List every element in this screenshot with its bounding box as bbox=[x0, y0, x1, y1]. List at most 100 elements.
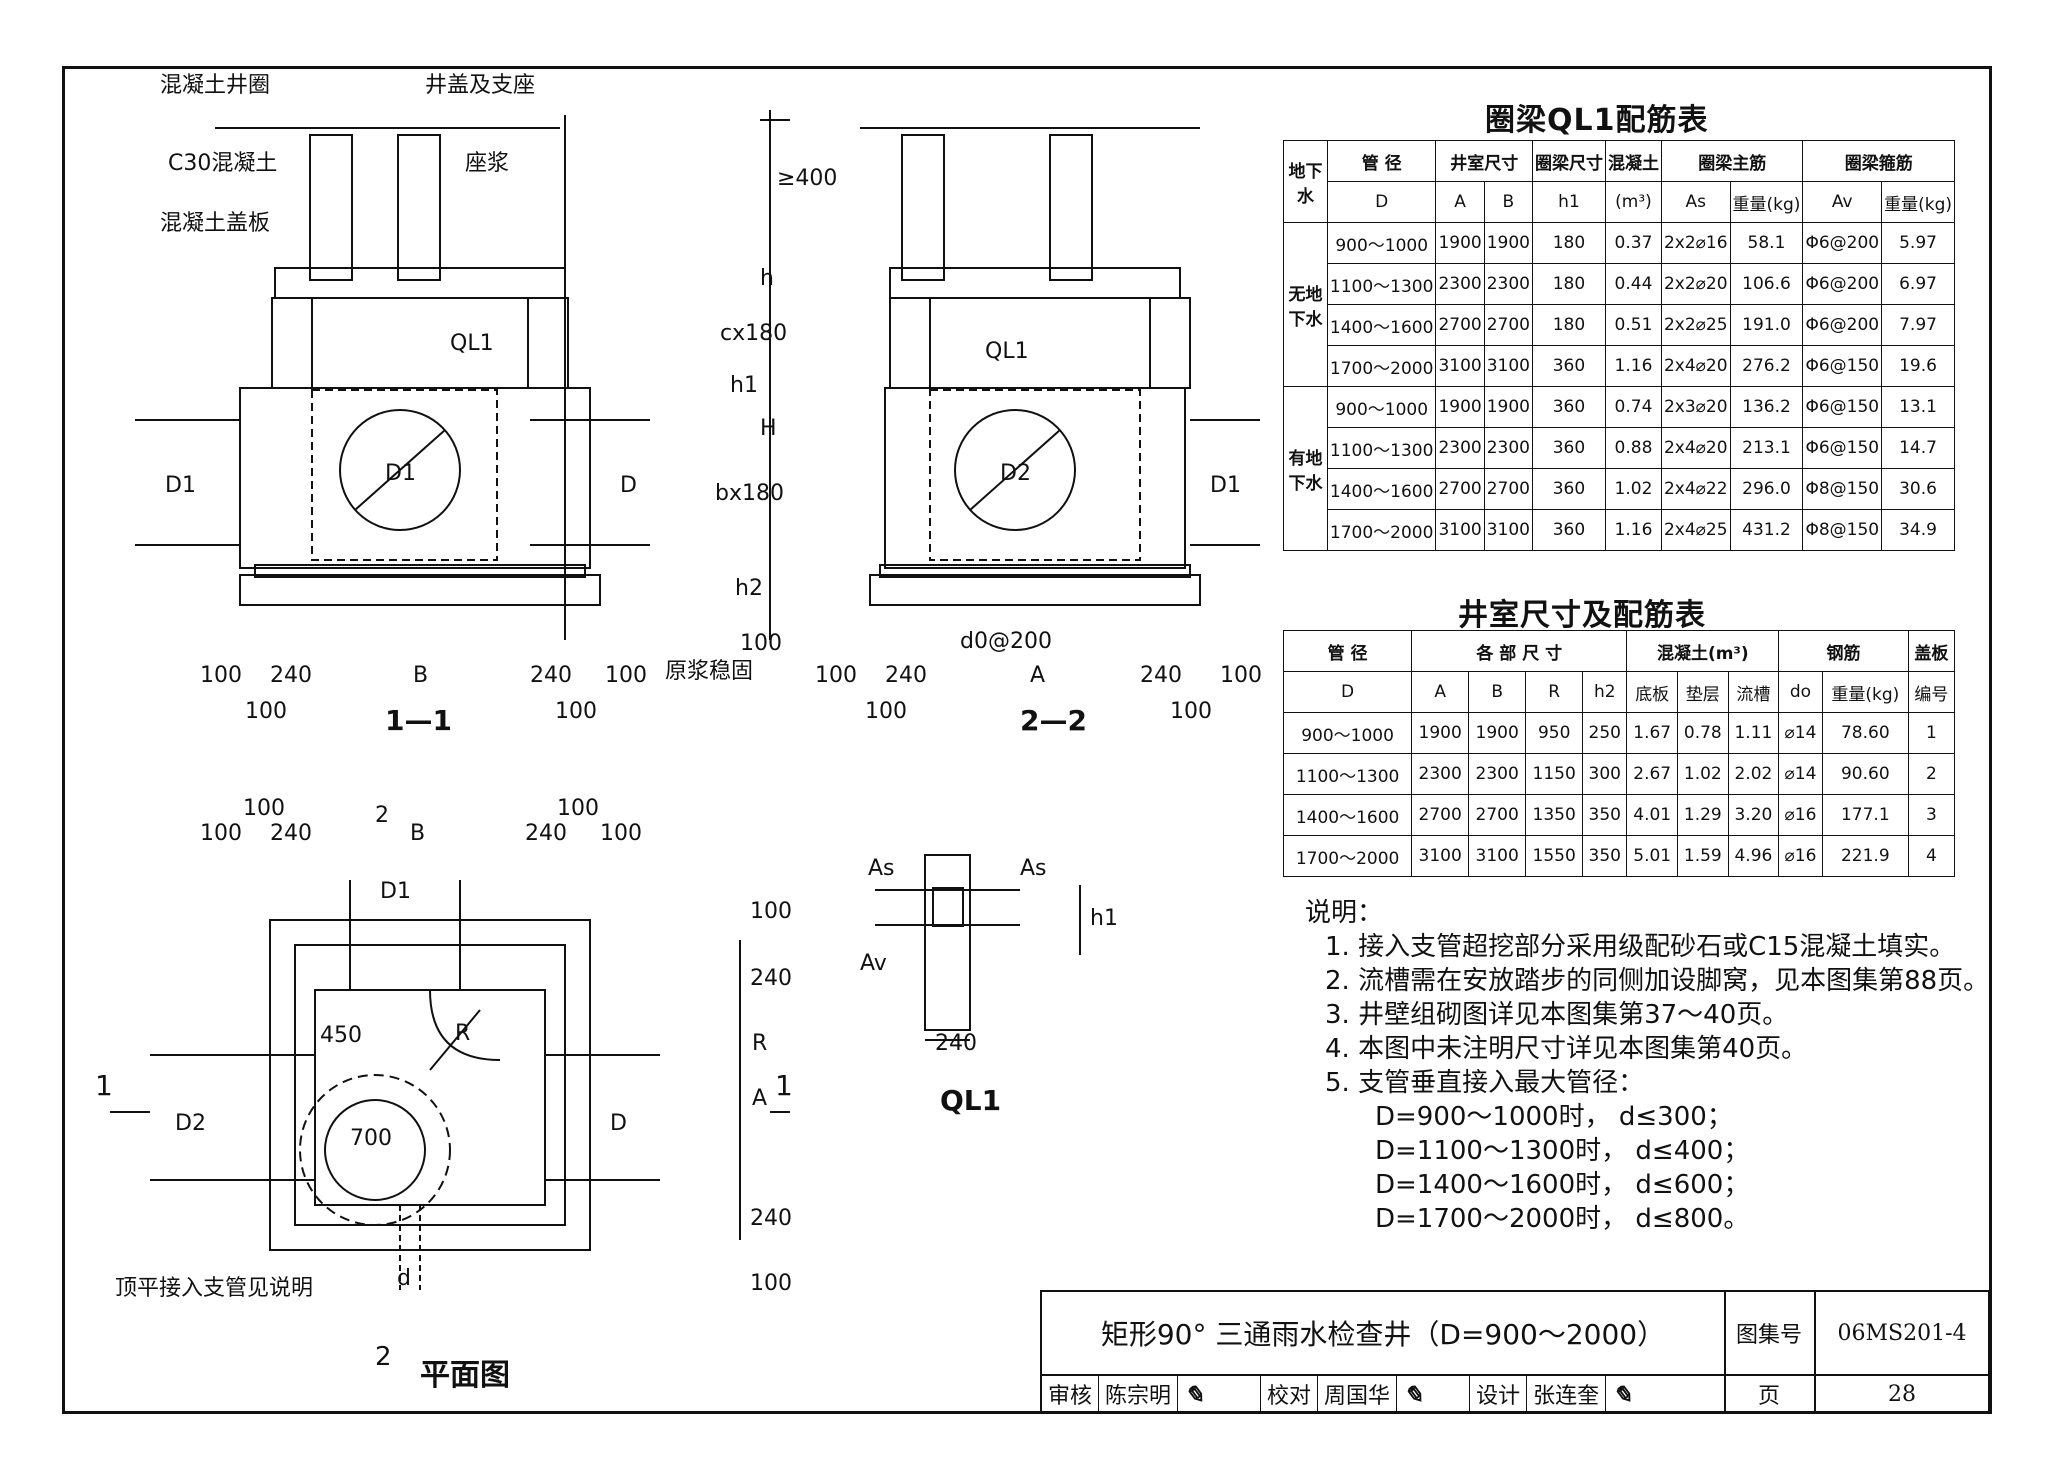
t2-sub-bedding: 垫层 bbox=[1677, 671, 1729, 713]
label-H: H bbox=[760, 416, 777, 441]
table-cell: 360 bbox=[1531, 509, 1606, 551]
table-cell: 6.97 bbox=[1881, 263, 1955, 305]
plan-dim-100-e: 100 bbox=[750, 899, 792, 924]
table-cell: Φ6@150 bbox=[1802, 386, 1883, 428]
table-cell: Φ6@150 bbox=[1802, 345, 1883, 387]
plan-dim-240-d: 240 bbox=[750, 1206, 792, 1231]
note-sub-item: D=1100～1300时， d≤400； bbox=[1375, 1136, 1750, 1166]
review-label: 审核 bbox=[1042, 1374, 1100, 1414]
label-h: h bbox=[760, 266, 774, 291]
checker-signature: ✎ bbox=[1397, 1374, 1471, 1414]
t2-sub-weight: 重量(kg) bbox=[1821, 671, 1909, 713]
ql1-detail bbox=[875, 854, 1081, 1041]
table-cell: 1550 bbox=[1525, 835, 1584, 877]
dim-A: A bbox=[1030, 663, 1045, 688]
note-sub-item: D=900～1000时， d≤300； bbox=[1375, 1102, 1733, 1132]
table-cell: 1.02 bbox=[1604, 468, 1662, 510]
table-cell: 1.29 bbox=[1677, 794, 1729, 836]
table-cell: 2700 bbox=[1435, 304, 1485, 346]
table-cell: 5.01 bbox=[1626, 835, 1678, 877]
label-d2-circle: D2 bbox=[1000, 461, 1031, 486]
t1-head-main-rebar: 圈梁主筋 bbox=[1660, 140, 1804, 182]
dim-100-h: 100 bbox=[1170, 699, 1212, 724]
caption-plan: 平面图 bbox=[420, 1358, 510, 1393]
table-cell: 1400～1600 bbox=[1282, 794, 1413, 836]
table-cell: 3100 bbox=[1483, 345, 1533, 387]
table-cell: 1700～2000 bbox=[1282, 835, 1413, 877]
label-h1: h1 bbox=[730, 373, 758, 398]
t1-head-chamber: 井室尺寸 bbox=[1435, 140, 1533, 182]
table-cell: 14.7 bbox=[1881, 427, 1955, 469]
plan-dim-100-f: 100 bbox=[750, 1271, 792, 1296]
t2-head-rebar: 钢筋 bbox=[1778, 630, 1909, 672]
plan-sec-mark-2-top: 2 bbox=[375, 803, 389, 828]
table-cell: 350 bbox=[1582, 794, 1628, 836]
ql1-dim-240: 240 bbox=[935, 1031, 977, 1056]
label-d1-left: D1 bbox=[165, 473, 196, 498]
table-cell: 5.97 bbox=[1881, 222, 1955, 264]
t2-head-dims: 各 部 尺 寸 bbox=[1411, 630, 1628, 672]
t1-sub-av: Av bbox=[1802, 181, 1883, 223]
t1-group-no-water: 无地下水 bbox=[1283, 222, 1328, 387]
label-d1-circle: D1 bbox=[385, 461, 416, 486]
t1-sub-b: B bbox=[1483, 181, 1533, 223]
plan-top-branch-note: 顶平接入支管见说明 bbox=[115, 1276, 313, 1301]
t2-head-diam: 管 径 bbox=[1282, 630, 1413, 672]
table-cell: 3100 bbox=[1483, 509, 1533, 551]
table-cell: 1.02 bbox=[1677, 753, 1729, 795]
table-cell: 2x4⌀25 bbox=[1660, 509, 1731, 551]
plan-dim-240-c: 240 bbox=[750, 966, 792, 991]
t1-head-beam: 圈梁尺寸 bbox=[1531, 140, 1606, 182]
t1-group-with-water: 有地下水 bbox=[1283, 386, 1328, 551]
table-cell: 276.2 bbox=[1729, 345, 1804, 387]
table-cell: 90.60 bbox=[1821, 753, 1909, 795]
dim-100-c: 100 bbox=[245, 699, 287, 724]
check-label: 校对 bbox=[1261, 1374, 1319, 1414]
table-cell: 0.74 bbox=[1604, 386, 1662, 428]
table-cell: 78.60 bbox=[1821, 712, 1909, 754]
table-cell: 191.0 bbox=[1729, 304, 1804, 346]
note-item: 4. 本图中未注明尺寸详见本图集第40页。 bbox=[1325, 1034, 1808, 1064]
table-cell: 3.20 bbox=[1727, 794, 1780, 836]
table-cell: 221.9 bbox=[1821, 835, 1909, 877]
t2-head-cover: 盖板 bbox=[1907, 630, 1956, 672]
plan-label-R: R bbox=[455, 1021, 470, 1046]
ql1-label-as-left: As bbox=[868, 856, 895, 881]
table-cell: 2700 bbox=[1468, 794, 1527, 836]
t2-sub-a: A bbox=[1411, 671, 1470, 713]
table-cell: 3100 bbox=[1435, 345, 1485, 387]
table-cell: 1100～1300 bbox=[1326, 427, 1437, 469]
plan-dim-700: 700 bbox=[350, 1126, 392, 1151]
t2-sub-b: B bbox=[1468, 671, 1527, 713]
table-cell: 180 bbox=[1531, 263, 1606, 305]
table-cell: 1900 bbox=[1435, 386, 1485, 428]
design-label: 设计 bbox=[1470, 1374, 1528, 1414]
table-cell: 2300 bbox=[1483, 427, 1533, 469]
table-cell: 2300 bbox=[1483, 263, 1533, 305]
table-cell: 1350 bbox=[1525, 794, 1584, 836]
label-do200: d0@200 bbox=[960, 629, 1052, 654]
plan-dim-B: B bbox=[410, 821, 425, 846]
dim-100-e: 100 bbox=[815, 663, 857, 688]
label-ql1-2: QL1 bbox=[985, 339, 1029, 364]
table-cell: 3100 bbox=[1468, 835, 1527, 877]
atlas-number: 06MS201-4 bbox=[1814, 1292, 1990, 1376]
plan-dim-240-b: 240 bbox=[525, 821, 567, 846]
table-cell: 2300 bbox=[1435, 263, 1485, 305]
label-ge400: ≥400 bbox=[777, 166, 837, 191]
t1-sub-h1: h1 bbox=[1531, 181, 1606, 223]
table-cell: 350 bbox=[1582, 835, 1628, 877]
dim-100-d: 100 bbox=[555, 699, 597, 724]
plan-sec-mark-1-left: 1 bbox=[95, 1069, 113, 1102]
table-cell: Φ6@200 bbox=[1802, 263, 1883, 305]
table-cell: 360 bbox=[1531, 468, 1606, 510]
plan-label-small-d: d bbox=[397, 1266, 411, 1291]
label-cover-seat: 井盖及支座 bbox=[425, 73, 535, 98]
